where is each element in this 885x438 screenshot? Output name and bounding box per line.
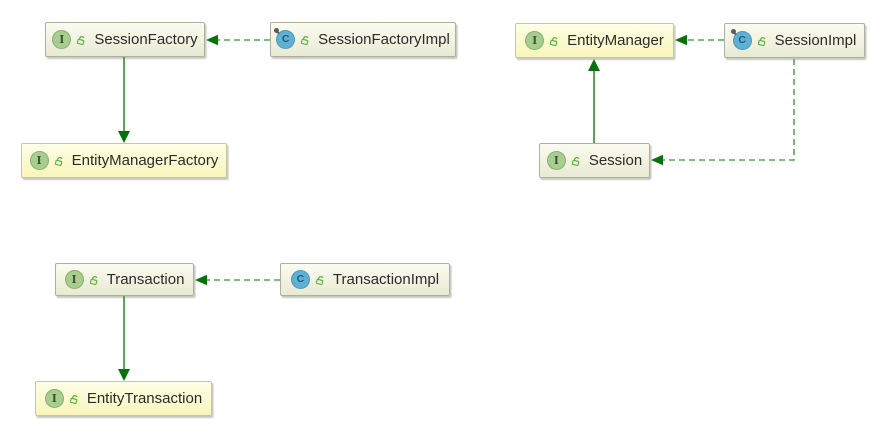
interface-icon: I <box>64 270 84 289</box>
node-session[interactable]: I Session <box>539 143 650 178</box>
node-entity-transaction[interactable]: I EntityTransaction <box>35 381 212 416</box>
public-lock-icon <box>549 35 560 47</box>
public-lock-icon <box>300 34 311 46</box>
edge-sessionimpl-to-entitymanager[interactable] <box>675 34 724 46</box>
node-label: SessionFactory <box>94 30 198 48</box>
node-session-impl[interactable]: C SessionImpl <box>724 23 865 58</box>
interface-icon: I <box>546 151 566 170</box>
node-label: SessionImpl <box>774 31 857 49</box>
public-lock-icon <box>757 35 768 47</box>
edge-session-to-entitymanager[interactable] <box>588 59 600 143</box>
node-entity-manager[interactable]: I EntityManager <box>515 23 674 58</box>
node-label: Transaction <box>106 270 185 288</box>
public-lock-icon <box>315 274 326 286</box>
interface-icon: I <box>29 151 49 170</box>
class-icon: C <box>274 28 296 49</box>
node-label: EntityManagerFactory <box>71 151 219 169</box>
node-label: EntityManager <box>567 31 664 49</box>
node-transaction[interactable]: I Transaction <box>55 263 194 296</box>
node-session-factory[interactable]: I SessionFactory <box>45 22 205 57</box>
edge-sessionfactory-to-entitymanagerfactory[interactable] <box>118 57 130 143</box>
node-label: EntityTransaction <box>86 389 203 407</box>
modifier-mark-icon <box>730 29 736 34</box>
public-lock-icon <box>69 393 80 405</box>
edge-transactionimpl-to-transaction[interactable] <box>195 274 280 286</box>
interface-icon: I <box>44 389 64 408</box>
interface-icon: I <box>525 31 545 50</box>
public-lock-icon <box>54 155 65 167</box>
modifier-mark-icon <box>274 28 280 33</box>
node-transaction-impl[interactable]: C TransactionImpl <box>280 263 450 296</box>
class-icon: C <box>730 29 752 50</box>
node-session-factory-impl[interactable]: C SessionFactoryImpl <box>270 22 456 57</box>
node-label: TransactionImpl <box>332 270 440 288</box>
interface-icon: I <box>52 30 72 49</box>
class-icon: C <box>290 270 310 289</box>
node-entity-manager-factory[interactable]: I EntityManagerFactory <box>21 143 227 178</box>
edge-sessionfactoryimpl-to-sessionfactory[interactable] <box>206 34 270 46</box>
public-lock-icon <box>76 34 87 46</box>
edge-transaction-to-entitytransaction[interactable] <box>118 296 130 381</box>
node-label: SessionFactoryImpl <box>318 30 450 48</box>
node-label: Session <box>588 151 643 169</box>
public-lock-icon <box>89 274 100 286</box>
edge-sessionimpl-to-session[interactable] <box>651 59 795 166</box>
public-lock-icon <box>571 155 582 167</box>
